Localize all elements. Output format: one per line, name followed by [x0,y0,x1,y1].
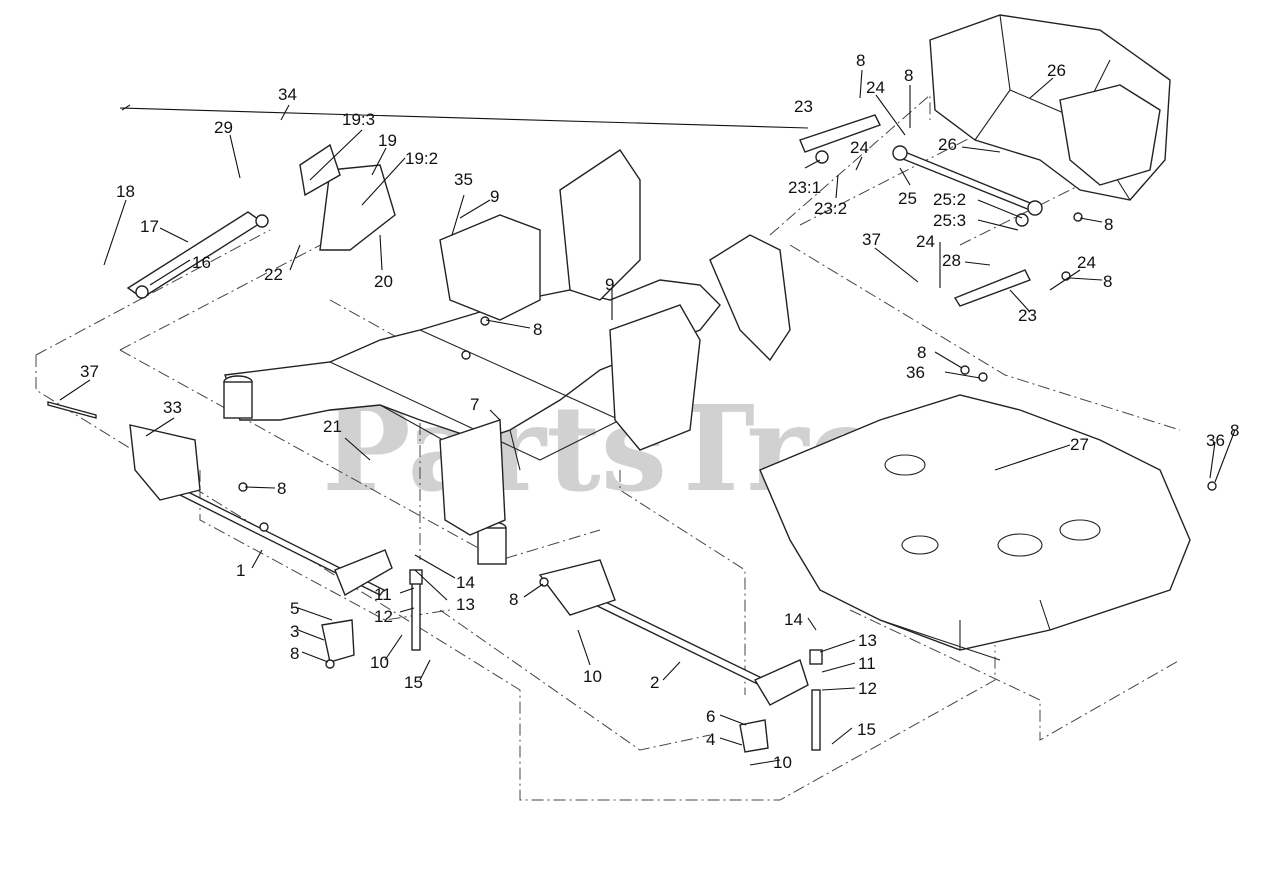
callout-4: 4 [706,730,715,749]
callout-13-right: 13 [858,631,877,650]
callout-26-upper: 26 [1047,61,1066,80]
callout-12-right: 12 [858,679,877,698]
callout-10-right: 10 [773,753,792,772]
callout-27: 27 [1070,435,1089,454]
callout-9-upper: 9 [490,187,499,206]
callout-8-center: 8 [509,590,518,609]
callout-3: 3 [290,622,299,641]
callout-26-lower: 26 [938,135,957,154]
callout-8-far: 8 [1230,421,1239,440]
callout-6: 6 [706,707,715,726]
callout-8-deck: 8 [917,343,926,362]
callout-37-left: 37 [80,362,99,381]
callout-labels: 34 29 19:3 19 19:2 18 17 16 22 20 35 9 9… [80,51,1239,772]
callout-29: 29 [214,118,233,137]
callout-16: 16 [192,253,211,272]
callout-11-right: 11 [858,654,876,673]
callout-23-top: 23 [794,97,813,116]
callout-25-2: 25:2 [933,190,966,209]
callout-10-center: 10 [583,667,602,686]
callout-24-second: 24 [850,138,869,157]
callout-35: 35 [454,170,473,189]
callout-28: 28 [942,251,961,270]
callout-5: 5 [290,599,299,618]
callout-25-3: 25:3 [933,211,966,230]
callout-13-left: 13 [456,595,475,614]
callout-36-far: 36 [1206,431,1225,450]
callout-8-right: 8 [1104,215,1113,234]
callout-15-right: 15 [857,720,876,739]
main-frame [223,149,791,565]
callout-34: 34 [278,85,297,104]
callout-24-top: 24 [866,78,885,97]
callout-19: 19 [378,131,397,150]
callout-37-right: 37 [862,230,881,249]
callout-14-left: 14 [456,573,475,592]
callout-12-left: 12 [374,607,393,626]
callout-33: 33 [163,398,182,417]
callout-14-right: 14 [784,610,803,629]
callout-8-top-a: 8 [856,51,865,70]
callout-17: 17 [140,217,159,236]
callout-23-2: 23:2 [814,199,847,218]
leader-lines [59,69,1236,766]
callout-24-mid: 24 [916,232,935,251]
callout-36-deck: 36 [906,363,925,382]
linkage-parts [47,114,1217,753]
deck-frame [759,394,1191,661]
callout-25: 25 [898,189,917,208]
callout-18: 18 [116,182,135,201]
callout-19-3: 19:3 [342,110,375,129]
callout-11-left: 11 [374,585,392,604]
callout-9-lower: 9 [605,275,614,294]
callout-1: 1 [236,561,245,580]
callout-8-mid: 8 [533,320,542,339]
callout-23-1: 23:1 [788,178,821,197]
callout-7: 7 [470,395,479,414]
callout-8-top-b: 8 [904,66,913,85]
callout-10-left: 10 [370,653,389,672]
callout-23-bottom: 23 [1018,306,1037,325]
callout-21: 21 [323,417,342,436]
callout-24-right: 24 [1077,253,1096,272]
callout-22: 22 [264,265,283,284]
callout-8-left: 8 [277,479,286,498]
rear-frame [929,14,1171,201]
callout-8-far-right: 8 [1103,272,1112,291]
callout-8-bottom-left: 8 [290,644,299,663]
callout-20: 20 [374,272,393,291]
callout-15-left: 15 [404,673,423,692]
callout-2: 2 [650,673,659,692]
callout-19-2: 19:2 [405,149,438,168]
